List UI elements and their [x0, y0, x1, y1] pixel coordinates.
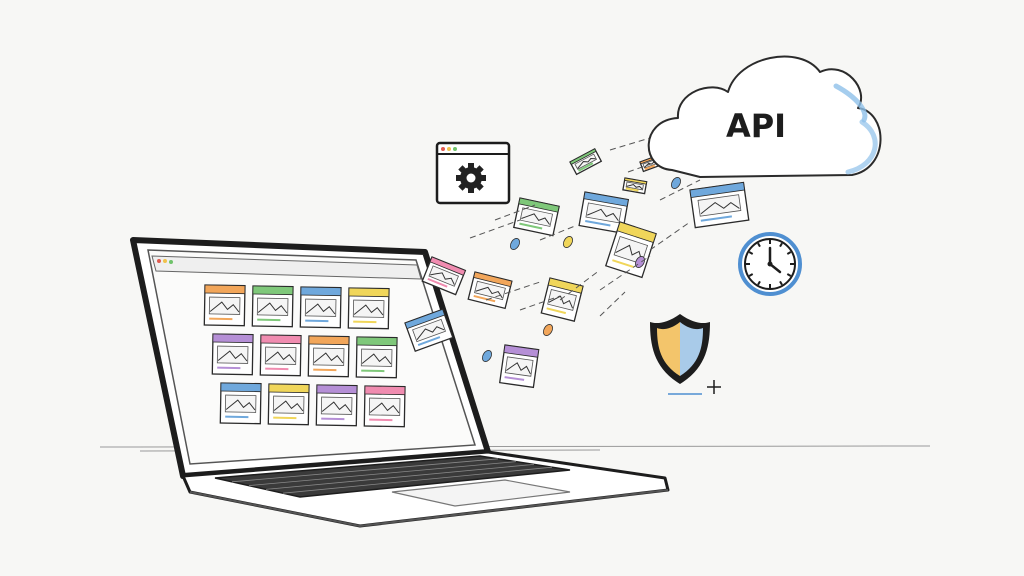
- api-label: API: [726, 107, 786, 145]
- flying-card: [622, 177, 648, 195]
- screen-card: [363, 385, 406, 428]
- flying-card: [498, 344, 540, 389]
- screen-card: [315, 384, 358, 427]
- screen-card: [299, 286, 342, 329]
- flying-card: [404, 308, 454, 353]
- screen-dashboard-grid: [203, 284, 406, 428]
- screen-card: [259, 334, 302, 377]
- shield-icon: [650, 314, 721, 395]
- flying-card: [569, 147, 603, 176]
- laptop-base-front: [189, 489, 669, 528]
- plus-icon: [707, 380, 721, 394]
- flying-card: [421, 256, 467, 296]
- flying-card: [540, 277, 584, 322]
- flying-card: [689, 181, 750, 229]
- window-dot-green: [169, 260, 173, 264]
- screen-card: [251, 285, 294, 328]
- flying-card: [467, 271, 513, 310]
- screen-card: [307, 335, 350, 378]
- laptop-trackpad: [391, 479, 571, 507]
- keyboard-keys: [231, 458, 553, 494]
- cloud-icon: API: [647, 55, 882, 178]
- screen-card: [219, 382, 262, 425]
- screen-card: [355, 336, 398, 379]
- laptop: [130, 237, 670, 528]
- screen-card: [347, 287, 390, 330]
- browser-toolbar: [151, 255, 422, 280]
- flying-card: [578, 191, 630, 234]
- flying-card: [512, 197, 560, 237]
- laptop-keyboard: [214, 455, 571, 498]
- window-dot-yellow: [163, 259, 167, 263]
- screen-card: [267, 383, 310, 426]
- gear-icon: [456, 163, 486, 193]
- screen-card: [211, 333, 254, 376]
- clock-icon: [738, 232, 802, 296]
- window-dot-red: [157, 259, 161, 263]
- screen-card: [203, 284, 246, 327]
- settings-window: [435, 141, 511, 205]
